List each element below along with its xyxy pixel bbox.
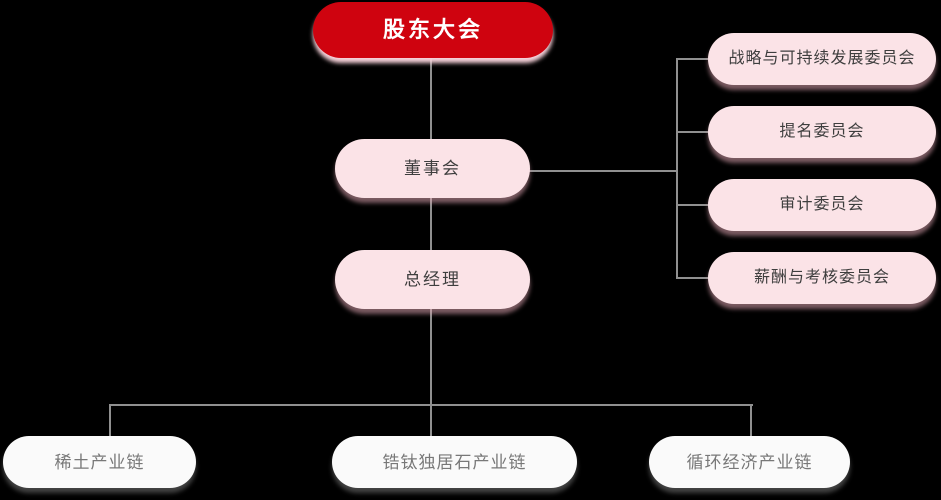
org-node-label: 薪酬与考核委员会 <box>753 269 890 286</box>
org-node-board-of-directors: 董事会 <box>335 139 530 198</box>
connector-board-to-gm <box>430 196 432 252</box>
org-node-chain-zirconium-titanium-monazite: 锆钛独居石产业链 <box>332 436 577 488</box>
org-node-chain-circular-economy: 循环经济产业链 <box>649 436 850 488</box>
org-node-label: 总经理 <box>404 270 461 289</box>
org-node-label: 战略与可持续发展委员会 <box>728 50 916 67</box>
org-node-label: 股东大会 <box>382 17 483 42</box>
org-node-label: 审计委员会 <box>779 196 865 213</box>
org-node-label: 锆钛独居石产业链 <box>382 452 527 472</box>
connector-drop-chain-2 <box>430 404 432 438</box>
connector-committee-trunk <box>676 58 678 279</box>
connector-stub-committee-1 <box>676 58 708 60</box>
connector-stub-committee-3 <box>676 204 708 206</box>
org-node-label: 循环经济产业链 <box>686 452 813 472</box>
org-node-label: 稀土产业链 <box>54 452 145 472</box>
org-node-chain-rare-earth: 稀土产业链 <box>3 436 196 488</box>
org-node-general-manager: 总经理 <box>335 250 530 309</box>
connector-gm-to-bus <box>430 306 432 406</box>
org-node-label: 董事会 <box>404 159 461 178</box>
org-node-label: 提名委员会 <box>779 123 865 140</box>
connector-drop-chain-3 <box>750 404 752 438</box>
connector-stub-committee-2 <box>676 131 708 133</box>
org-node-committee-remuneration-appraisal: 薪酬与考核委员会 <box>708 252 936 304</box>
org-node-committee-nomination: 提名委员会 <box>708 106 936 158</box>
org-node-committee-strategy-sustainability: 战略与可持续发展委员会 <box>708 33 936 85</box>
org-node-shareholders-meeting: 股东大会 <box>313 2 553 58</box>
connector-drop-chain-1 <box>109 404 111 438</box>
org-node-committee-audit: 审计委员会 <box>708 179 936 231</box>
connector-root-to-board <box>430 56 432 141</box>
connector-board-to-trunk <box>528 170 678 172</box>
connector-stub-committee-4 <box>676 277 708 279</box>
